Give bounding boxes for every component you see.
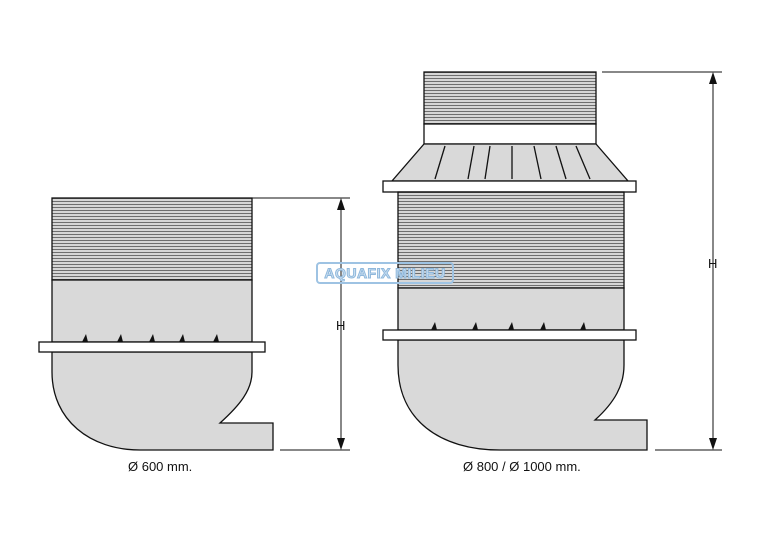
watermark-logo: AQUAFIX MILIEU: [316, 262, 454, 284]
large-manhole: [382, 71, 648, 451]
large-body: [397, 287, 625, 331]
large-diameter-caption: Ø 800 / Ø 1000 mm.: [463, 459, 581, 474]
large-height-label: H: [708, 256, 718, 271]
small-body-upper: [51, 279, 253, 343]
large-upper-flange: [382, 180, 637, 193]
large-ribbed-shaft: [397, 191, 625, 289]
large-lower-flange: [382, 329, 637, 341]
large-cone: [390, 143, 630, 182]
small-flange: [38, 341, 266, 353]
large-top-riser: [423, 71, 597, 125]
small-height-label: H: [336, 318, 346, 333]
large-bowl: [397, 339, 648, 451]
small-bowl: [51, 351, 274, 451]
large-cone-ribs: [434, 145, 591, 180]
small-ribbed-riser: [51, 197, 253, 281]
small-fins: [82, 334, 219, 342]
large-fins: [431, 322, 586, 330]
large-dimension-h: [602, 71, 722, 451]
small-diameter-caption: Ø 600 mm.: [128, 459, 193, 474]
small-dimension-h: [252, 197, 350, 451]
small-manhole: [38, 197, 274, 451]
